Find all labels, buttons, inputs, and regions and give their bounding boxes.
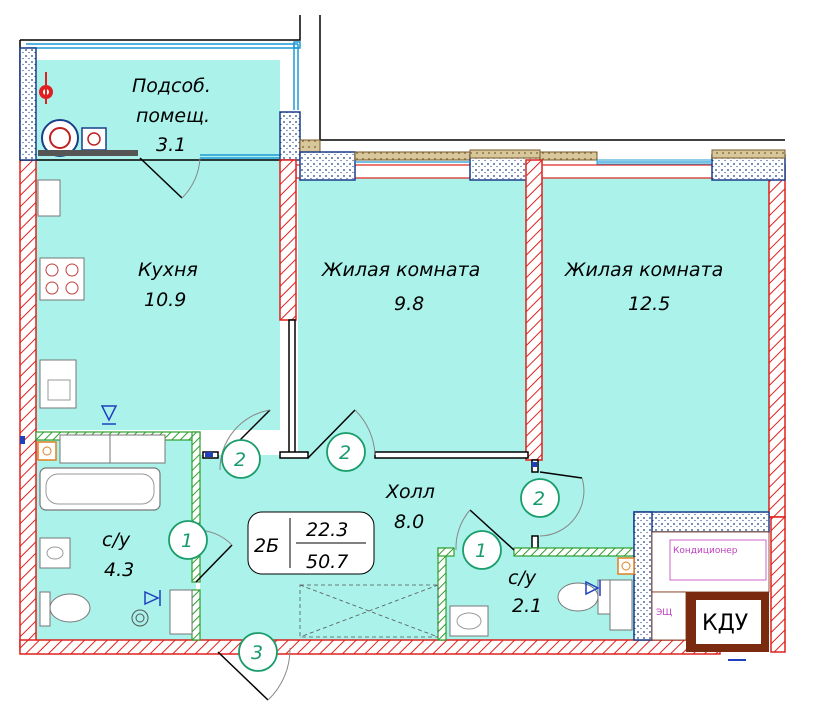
wall-living1-living2 [525, 159, 543, 461]
wall-kitchen-living1 [279, 159, 297, 321]
utility-label: Подсоб. [132, 75, 211, 97]
door-marker-number: 1 [181, 530, 193, 552]
door-marker-number: 3 [251, 642, 263, 664]
burner-icon [65, 281, 79, 295]
bath1-fixtures [37, 405, 193, 635]
door-marker-numbers: 2 2 2 1 1 3 [181, 442, 545, 664]
door-utility [139, 157, 201, 199]
bath2-area: 2.1 [512, 595, 542, 617]
door-living1 [307, 409, 376, 459]
apartment-type: 2Б [254, 535, 279, 557]
kdu-label: КДУ [702, 611, 749, 636]
living1-floor [298, 178, 526, 455]
living2-area: 12.5 [628, 293, 670, 315]
left-wall [19, 159, 37, 651]
living-area-total: 22.3 [306, 519, 348, 541]
door-markers [168, 432, 560, 672]
total-area: 50.7 [306, 551, 348, 573]
interior-walls [202, 159, 543, 549]
fridge [37, 179, 61, 217]
burner-icon [45, 281, 59, 295]
door-marker-number: 2 [339, 442, 351, 464]
living1-area: 9.8 [394, 293, 424, 315]
door-marker-number: 2 [234, 449, 246, 471]
structural-column-top [279, 111, 356, 181]
shaft-label: ЭЩ [656, 608, 672, 618]
burner-icon [45, 263, 59, 277]
partition-kitchen-hall [288, 319, 296, 456]
right-wall-lower [770, 516, 786, 653]
door-marker [326, 432, 366, 472]
door-entrance [217, 647, 291, 701]
bath2-label: с/у [508, 567, 537, 589]
stove [39, 257, 85, 301]
door-marker [238, 632, 278, 672]
kitchen-fixtures [37, 179, 85, 409]
hall-label: Холл [385, 481, 435, 503]
utility-left-column [19, 47, 37, 161]
burner-icon [65, 263, 79, 277]
partition-living1-hall [374, 451, 529, 459]
utility-label-2: помещ. [136, 105, 210, 127]
door-marker-number: 2 [533, 488, 545, 510]
kdu-box: КДУ [686, 592, 769, 652]
wall-markers [20, 436, 537, 467]
room-labels: Подсоб. помещ. 3.1 Кухня 10.9 Жилая комн… [102, 75, 723, 617]
door-marker [520, 478, 560, 518]
toilet [39, 591, 51, 627]
doors [139, 157, 585, 701]
door-living2 [539, 471, 585, 537]
door-marker-number: 1 [475, 540, 487, 562]
right-wall [768, 164, 786, 518]
door-bath2 [455, 509, 515, 551]
door-marker [168, 520, 208, 560]
bath1-label: с/у [102, 529, 131, 551]
bath2-fixtures: Кондиционер ЭЩ [449, 539, 767, 637]
partition-small [279, 451, 309, 459]
living2-label: Жилая комната [564, 259, 723, 281]
door-marker [221, 439, 261, 479]
bath1-area: 4.3 [104, 559, 134, 581]
wardrobe [299, 584, 439, 638]
living1-label: Жилая комната [321, 259, 480, 281]
partition-small3 [531, 535, 539, 549]
bottom-wall [19, 639, 721, 655]
boiler [38, 72, 138, 157]
conditioner-label: Кондиционер [673, 546, 738, 556]
apartment-badge: 2Б 22.3 50.7 [247, 511, 375, 575]
kitchen-area: 10.9 [144, 289, 186, 311]
utility-area: 3.1 [156, 134, 186, 156]
utility-windows [26, 41, 301, 159]
door-marker [462, 530, 502, 570]
hall-area: 8.0 [394, 511, 424, 533]
kitchen-label: Кухня [138, 259, 198, 281]
